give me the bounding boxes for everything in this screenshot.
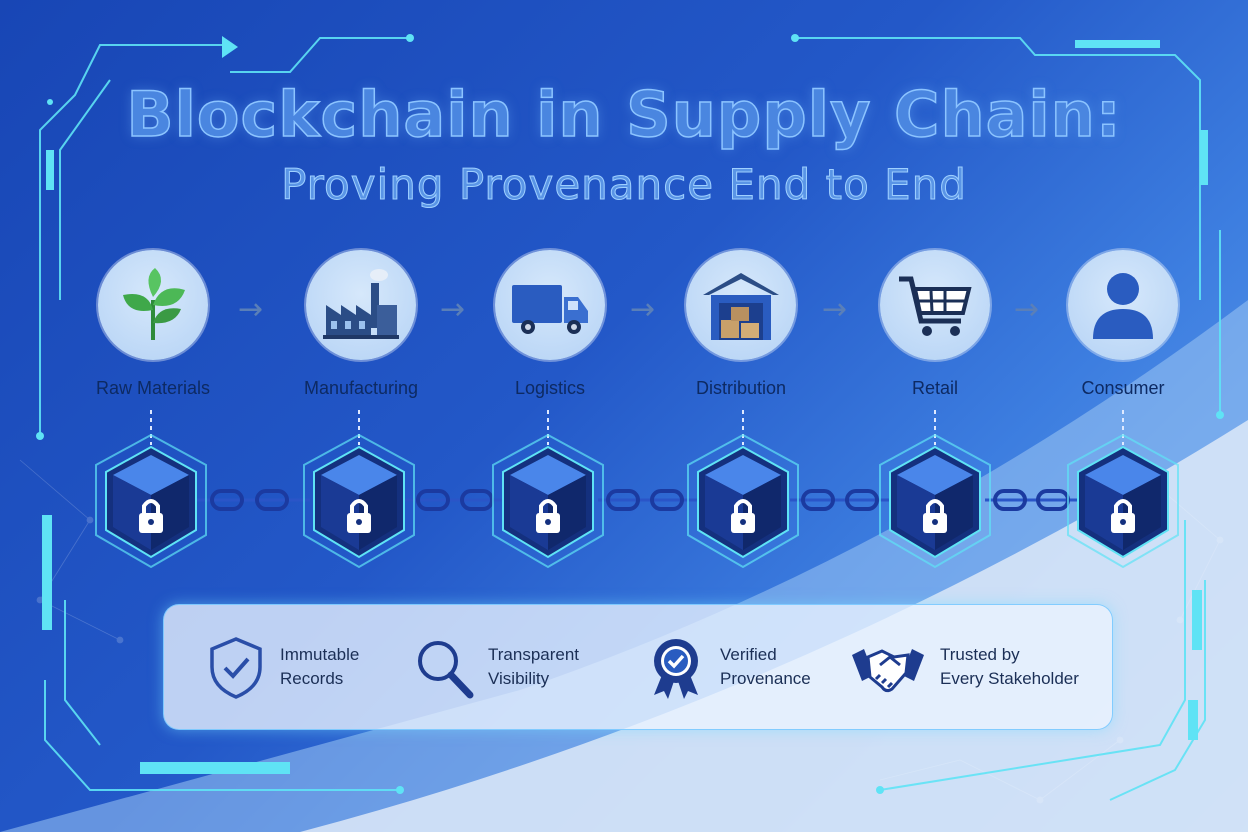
arrow-right-icon: → (238, 292, 264, 327)
block-2 (302, 433, 416, 569)
arrow-right-icon: → (440, 292, 466, 327)
user-icon (1068, 250, 1178, 360)
feature-line: Trusted by (940, 645, 1020, 664)
feature-line: Visibility (488, 669, 550, 688)
stage-label: Consumer (1081, 378, 1165, 398)
features-panel: Immutable Records Transparent Visibility… (163, 604, 1113, 730)
stage-manufacturing: Manufacturing (281, 250, 441, 399)
feature-trusted-by-every-stakeholder: Trusted by Every Stakeholder (850, 605, 1079, 729)
page-subtitle: Proving Provenance End to End (281, 160, 967, 210)
arrow-right-icon: → (822, 292, 848, 327)
arrow-right-icon: → (1014, 292, 1040, 327)
feature-line: Immutable (280, 645, 360, 664)
cart-icon (880, 250, 990, 360)
warehouse-icon (686, 250, 796, 360)
plant-icon (98, 250, 208, 360)
block-4 (686, 433, 800, 569)
handshake-icon (852, 649, 924, 693)
feature-transparent-visibility: Transparent Visibility (414, 605, 579, 729)
feature-line: Records (280, 669, 344, 688)
feature-line: Verified (720, 645, 777, 664)
magnifier-icon (418, 641, 474, 699)
stage-label: Raw Materials (95, 378, 211, 398)
block-1 (94, 433, 208, 569)
truck-icon (495, 250, 605, 360)
block-5 (878, 433, 992, 569)
stage-logistics: Logistics (470, 250, 630, 399)
feature-line: Transparent (488, 645, 580, 664)
stage-label: Logistics (514, 378, 586, 398)
arrow-right-icon: → (630, 292, 656, 327)
stage-label: Manufacturing (303, 378, 419, 398)
stage-label: Distribution (695, 378, 787, 398)
feature-line: Provenance (720, 669, 811, 688)
page-title: Blockchain in Supply Chain: (126, 77, 1122, 152)
feature-verified-provenance: Verified Provenance (646, 605, 811, 729)
stage-distribution: Distribution (661, 250, 821, 399)
stage-label: Retail (911, 378, 959, 398)
feature-immutable-records: Immutable Records (206, 605, 359, 729)
feature-line: Every Stakeholder (940, 669, 1079, 688)
stage-raw-materials: Raw Materials (73, 250, 233, 399)
shield-check-icon (210, 637, 262, 699)
factory-icon (306, 250, 416, 360)
block-3 (491, 433, 605, 569)
block-6 (1066, 433, 1180, 569)
badge-check-icon (654, 639, 698, 699)
stage-consumer: Consumer (1043, 250, 1203, 399)
stage-retail: Retail (855, 250, 1015, 399)
